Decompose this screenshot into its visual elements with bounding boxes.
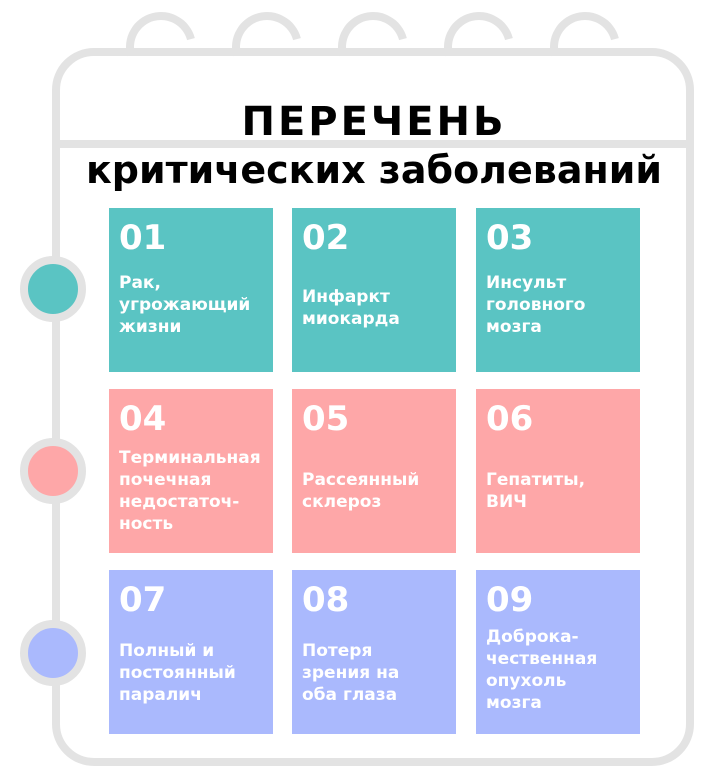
disease-card: 08 Потеря зрения на оба глаза (292, 570, 456, 734)
teal-tab-dot-icon (20, 256, 86, 322)
card-label: Инсульт головного мозга (486, 273, 586, 337)
disease-card: 02 Инфаркт миокарда (292, 208, 456, 372)
card-number: 03 (486, 218, 534, 258)
card-number: 01 (119, 218, 167, 258)
page-title: ПЕРЕЧЕНЬ (241, 99, 507, 145)
card-number: 05 (302, 399, 350, 439)
disease-card: 07 Полный и постоянный паралич (109, 570, 273, 734)
card-number: 06 (486, 399, 534, 439)
header-divider (52, 140, 694, 148)
card-number: 07 (119, 580, 167, 620)
card-label: Гепатиты, ВИЧ (486, 470, 586, 512)
disease-card: 04 Терминальная почечная недостаточ- нос… (109, 389, 273, 553)
card-label: Рак, угрожающий жизни (119, 273, 251, 337)
notebook-frame (52, 48, 694, 766)
card-label: Рассеянный склероз (302, 470, 420, 512)
card-label: Терминальная почечная недостаточ- ность (119, 448, 261, 534)
card-number: 02 (302, 218, 350, 258)
card-label: Потеря зрения на оба глаза (302, 641, 400, 705)
disease-card: 05 Рассеянный склероз (292, 389, 456, 553)
card-label: Полный и постоянный паралич (119, 641, 236, 705)
disease-card: 03 Инсульт головного мозга (476, 208, 640, 372)
card-label: Доброка- чественная опухоль мозга (486, 627, 598, 713)
disease-card: 01 Рак, угрожающий жизни (109, 208, 273, 372)
card-number: 08 (302, 580, 350, 620)
page-subtitle: критических заболеваний (86, 148, 662, 192)
disease-card: 06 Гепатиты, ВИЧ (476, 389, 640, 553)
lavender-tab-dot-icon (20, 620, 86, 686)
card-label: Инфаркт миокарда (302, 287, 400, 329)
card-number: 09 (486, 580, 534, 620)
pink-tab-dot-icon (20, 438, 86, 504)
disease-card: 09 Доброка- чественная опухоль мозга (476, 570, 640, 734)
card-number: 04 (119, 399, 167, 439)
